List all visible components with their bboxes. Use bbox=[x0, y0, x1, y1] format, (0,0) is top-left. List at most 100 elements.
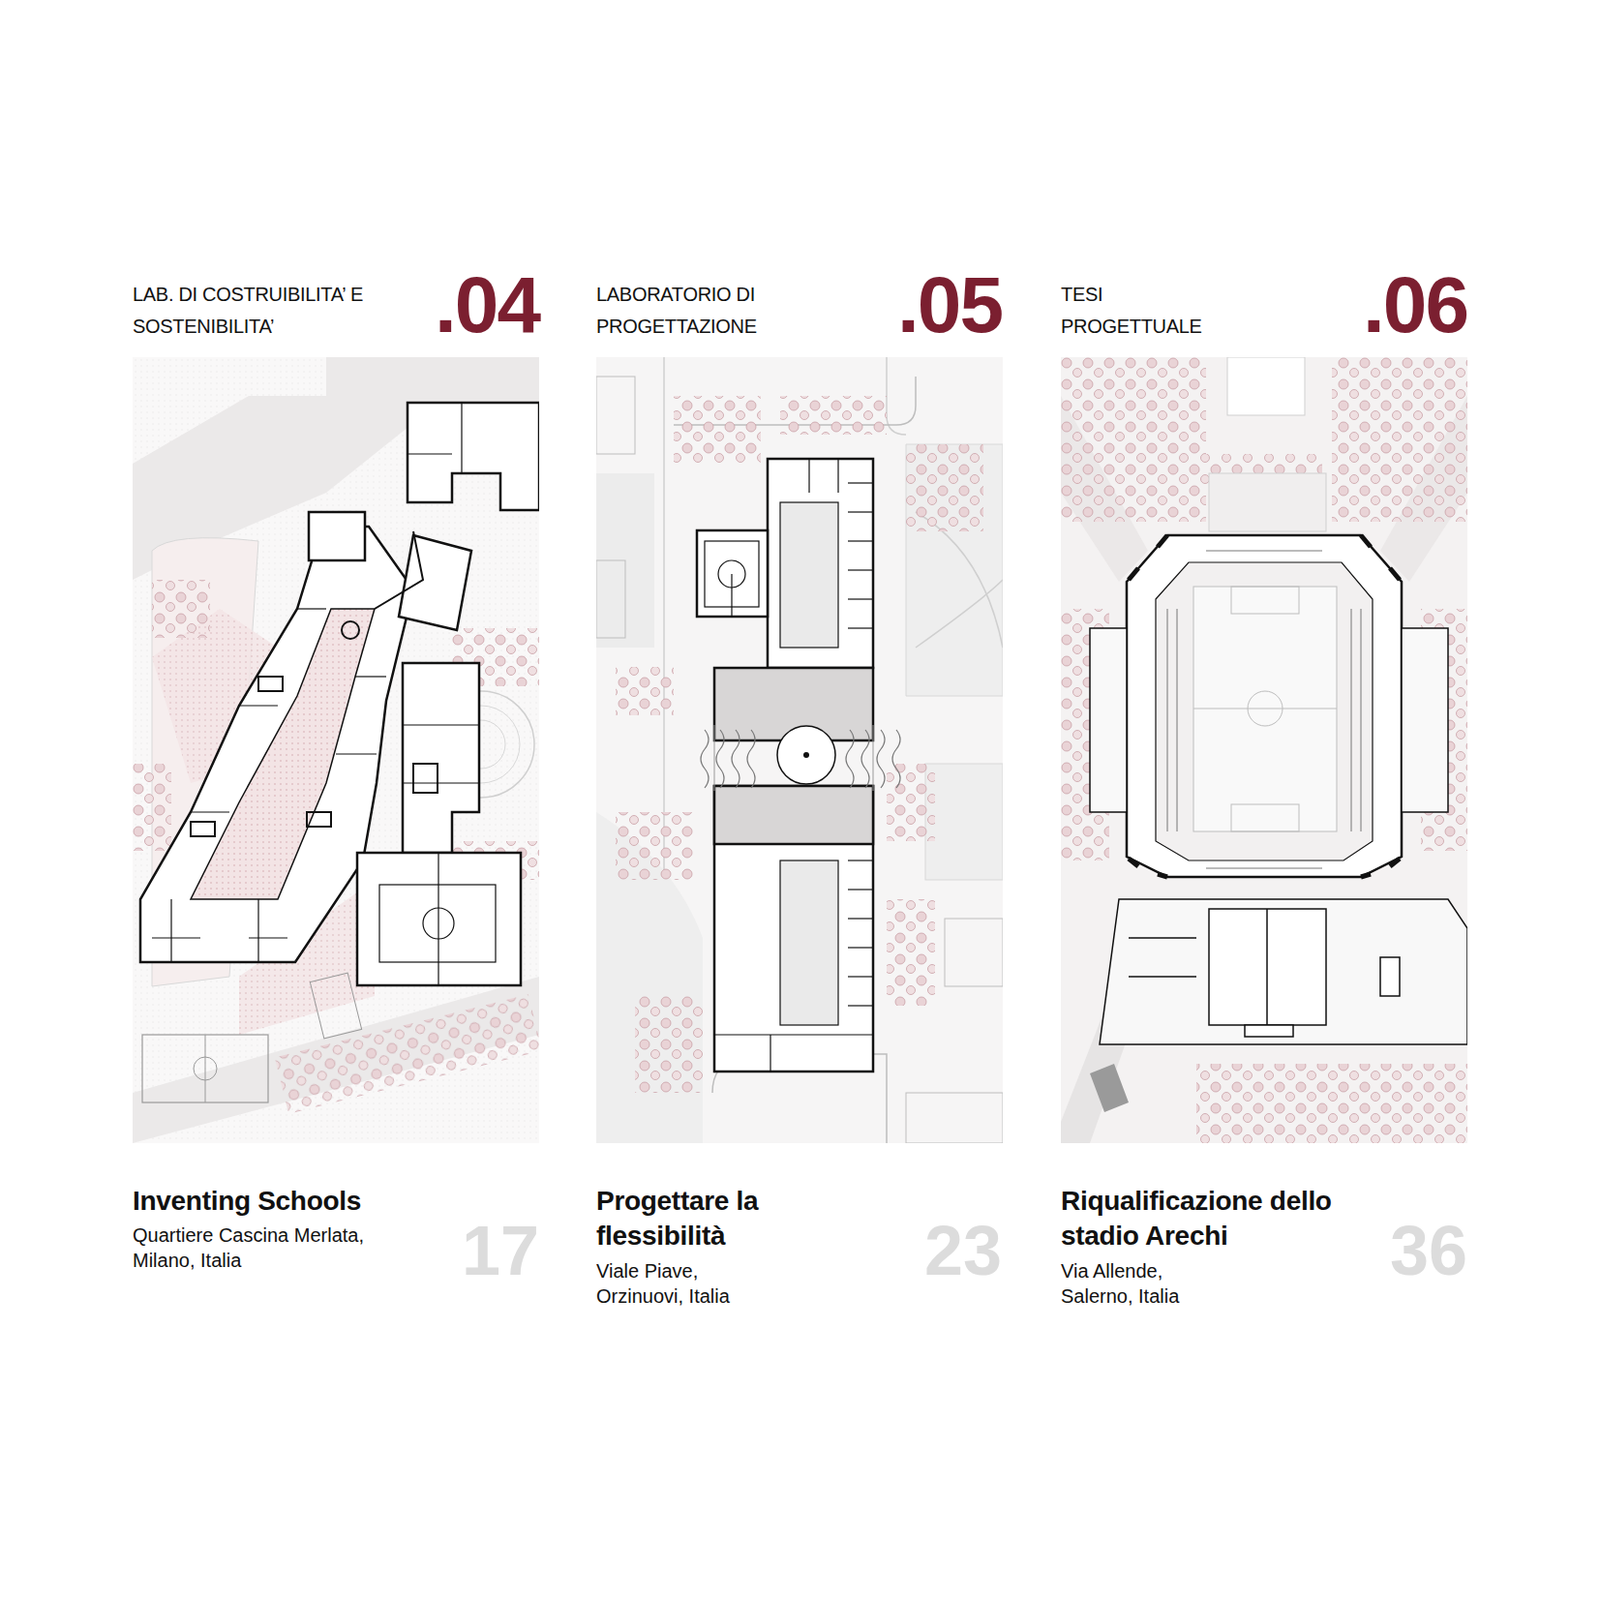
plan-line bbox=[335, 753, 377, 755]
plan-line bbox=[437, 852, 439, 986]
plan-rect bbox=[780, 860, 839, 1026]
plan-line bbox=[847, 569, 874, 571]
plan-path bbox=[374, 531, 423, 609]
plan-rect bbox=[1196, 1063, 1468, 1144]
school-partitions bbox=[151, 402, 496, 986]
plan-path bbox=[905, 444, 1003, 696]
project-title: Inventing Schools bbox=[132, 1183, 443, 1219]
plan-rect bbox=[132, 763, 172, 851]
plan-rect bbox=[596, 357, 1003, 1144]
plan-rect bbox=[780, 395, 887, 435]
plan-g bbox=[1128, 535, 1400, 877]
plan-circle bbox=[422, 907, 454, 939]
plan-line bbox=[1167, 608, 1169, 832]
plan-rect bbox=[704, 541, 759, 607]
page-number: 23 bbox=[895, 1215, 1002, 1286]
plan-line bbox=[808, 458, 810, 493]
plan-line bbox=[714, 724, 716, 791]
plan-line bbox=[1128, 975, 1197, 978]
plan-rect bbox=[151, 579, 211, 638]
plan-line bbox=[460, 402, 462, 474]
plan-rect bbox=[634, 996, 703, 1093]
plan-line bbox=[847, 888, 874, 890]
plan-rect bbox=[596, 376, 635, 454]
project-title: Riqualificazione dello stadio Arechi bbox=[1060, 1183, 1371, 1255]
project-number: .05 bbox=[837, 265, 1002, 345]
plan-line bbox=[847, 917, 874, 919]
plan-line bbox=[402, 724, 480, 725]
plan-line bbox=[1360, 874, 1371, 877]
plan-rect bbox=[905, 444, 984, 532]
plan-path bbox=[596, 473, 655, 648]
central-court bbox=[700, 724, 901, 791]
plan-rect bbox=[886, 899, 936, 1006]
plan-rect bbox=[944, 918, 1003, 987]
page-number: 36 bbox=[1360, 1215, 1468, 1286]
plan-line bbox=[170, 899, 172, 963]
plan-rect bbox=[615, 666, 674, 716]
plan-path bbox=[1126, 535, 1402, 877]
plan-path bbox=[308, 512, 365, 561]
stadium-bowl bbox=[1089, 535, 1449, 877]
plan-path bbox=[402, 663, 480, 853]
plan-path bbox=[1155, 562, 1373, 861]
plan-line bbox=[847, 540, 874, 542]
project-number: .06 bbox=[1302, 265, 1468, 345]
plan-line bbox=[847, 975, 874, 977]
course-label: LABORATORIO DI PROGETTAZIONE bbox=[596, 278, 868, 343]
plan-line bbox=[847, 511, 874, 513]
plan-line bbox=[847, 1004, 874, 1006]
plan-rect bbox=[379, 884, 496, 963]
project-location: Via Allende, Salerno, Italia bbox=[1060, 1258, 1221, 1309]
plan-rect bbox=[615, 812, 694, 880]
plan-rect bbox=[1060, 357, 1207, 522]
plan-rect bbox=[1208, 908, 1327, 1026]
plan-rect bbox=[1227, 357, 1305, 416]
plan-line bbox=[1128, 858, 1139, 867]
plan-line bbox=[1351, 608, 1353, 832]
plan-line bbox=[248, 936, 288, 938]
plan-line bbox=[407, 452, 453, 454]
plan-circle bbox=[718, 560, 746, 588]
plan-line bbox=[1128, 936, 1197, 939]
plan-line bbox=[847, 482, 874, 484]
plan-rect bbox=[1193, 586, 1337, 832]
plan-path bbox=[1089, 1063, 1129, 1113]
plan-rect bbox=[1208, 473, 1327, 532]
plan-rect bbox=[767, 458, 874, 668]
plan-line bbox=[190, 811, 230, 813]
project-title: Progettare la flessibilità bbox=[596, 1183, 785, 1255]
plan-line bbox=[1157, 874, 1168, 877]
plan-line bbox=[847, 598, 874, 600]
plan-rect bbox=[780, 502, 839, 648]
plan-rect bbox=[1231, 586, 1299, 614]
plan-rect bbox=[190, 821, 215, 837]
school-plan-2 bbox=[596, 357, 1003, 1144]
plan-line bbox=[297, 607, 327, 609]
plan-rect bbox=[925, 763, 1003, 880]
plan-rect bbox=[1231, 804, 1299, 832]
project-location: Quartiere Cascina Merlata, Milano, Itali… bbox=[132, 1222, 409, 1273]
plan-line bbox=[1177, 608, 1178, 832]
course-label: LAB. DI COSTRUIBILITA’ E SOSTENIBILITA’ bbox=[132, 278, 414, 343]
plan-rect bbox=[714, 785, 874, 1072]
plan-rect bbox=[413, 763, 438, 793]
project-number: .04 bbox=[374, 265, 540, 345]
plan-rect bbox=[905, 1092, 1003, 1144]
plan-line bbox=[714, 1033, 874, 1035]
plan-path bbox=[357, 852, 521, 986]
plan-line bbox=[257, 899, 259, 963]
stadium-plan bbox=[1060, 357, 1468, 1144]
plan-line bbox=[730, 573, 732, 617]
plan-g bbox=[1167, 550, 1361, 869]
plan-rect bbox=[258, 676, 283, 692]
plan-rect bbox=[1331, 357, 1468, 522]
plan-rect bbox=[142, 1034, 269, 1103]
plan-line bbox=[355, 675, 387, 677]
lower-structures bbox=[1099, 899, 1468, 1045]
plan-line bbox=[1193, 708, 1337, 710]
plan-path bbox=[915, 512, 1003, 648]
plan-rect bbox=[714, 785, 874, 845]
plan-line bbox=[1206, 868, 1323, 870]
plan-line bbox=[837, 458, 839, 493]
